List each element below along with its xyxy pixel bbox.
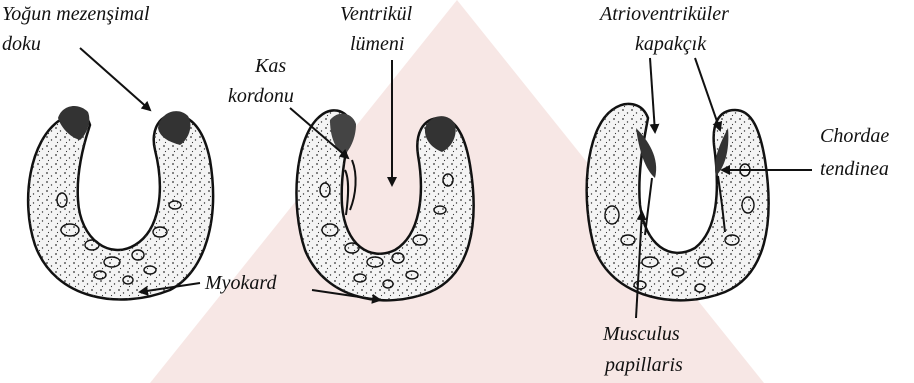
label-papillary-line1: Musculus xyxy=(602,323,680,345)
label-chordae-line1: Chordae xyxy=(820,125,889,147)
heart-stage-1 xyxy=(28,106,213,299)
label-myocardium: Myokard xyxy=(204,272,277,294)
arrow-av-valve-left xyxy=(650,58,655,132)
label-av-valve-line1: Atrioventriküler xyxy=(598,3,729,25)
heart-3-wall-stipple xyxy=(587,104,769,300)
label-chordae-line2: tendinea xyxy=(820,158,889,180)
label-dense-mesenchyme-line1: Yoğun mezenşimal xyxy=(2,3,150,25)
heart-3-chordae-left xyxy=(645,178,652,235)
arrow-av-valve-right xyxy=(695,58,720,130)
label-papillary-line2: papillaris xyxy=(603,354,683,376)
label-ventricle-lumen-line1: Ventrikül xyxy=(340,3,413,25)
label-muscle-cord-line2: kordonu xyxy=(228,85,294,107)
label-av-valve-line2: kapakçık xyxy=(635,33,707,55)
label-dense-mesenchyme-line2: doku xyxy=(2,33,41,55)
label-ventricle-lumen-line2: lümeni xyxy=(350,33,404,55)
heart-stage-3 xyxy=(587,104,769,300)
arrow-dense-mesenchyme xyxy=(80,48,150,110)
label-muscle-cord-line1: Kas xyxy=(254,55,286,77)
